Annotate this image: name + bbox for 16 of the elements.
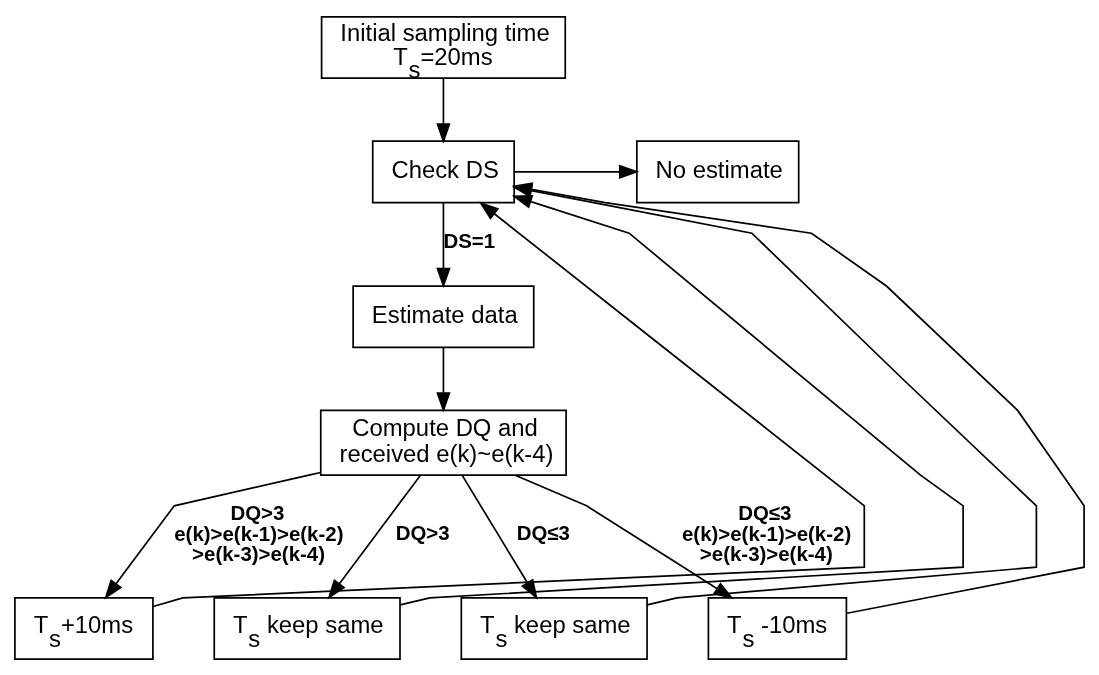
edge-label: DQ>3 [395, 520, 450, 544]
node-box: No estimate [635, 139, 800, 203]
edge-label: DQ>3 e(k)>e(k-1)>e(k-2) >e(k-3)>e(k-4) [174, 500, 344, 565]
arrow [152, 200, 866, 607]
arrow [436, 201, 451, 288]
edge-label: DQ≤3 [516, 520, 570, 544]
arrow [436, 77, 451, 144]
arrow [104, 471, 322, 600]
arrow [436, 346, 451, 413]
edge-label: DS=1 [443, 228, 496, 252]
node-box: Compute DQ and received e(k)~e(k-4) [319, 409, 567, 476]
node-box: Check DS [371, 139, 515, 203]
node-box: Estimate data [352, 284, 535, 348]
arrow [399, 194, 964, 606]
edge-label: DQ≤3 e(k)>e(k-1)>e(k-2) >e(k-3)>e(k-4) [681, 500, 852, 565]
arrow [513, 164, 640, 179]
